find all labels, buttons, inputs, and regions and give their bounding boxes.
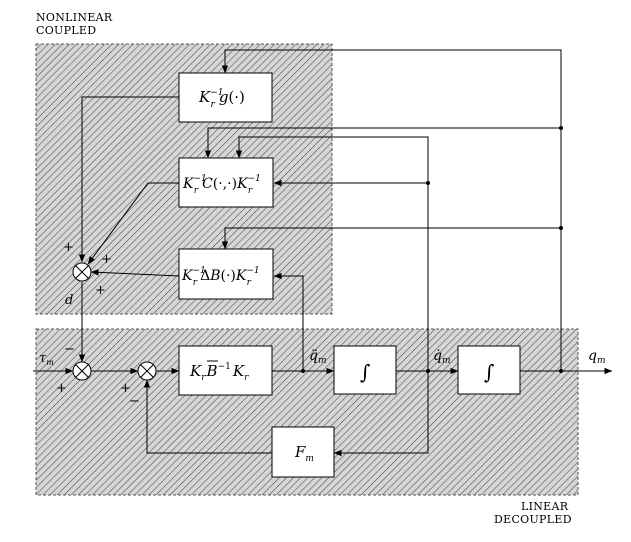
- q-feedback-to-deltab: [221, 227, 561, 250]
- sum-junction-1: [72, 361, 92, 381]
- nonlinear-label: NONLINEAR: [36, 11, 113, 24]
- q-feedback-to-g: [221, 49, 562, 371]
- q-output-label: qm: [588, 348, 606, 366]
- sign-sum1-top: −: [64, 342, 75, 357]
- gain-block: [178, 345, 273, 396]
- junction-qdot-c: [426, 181, 430, 185]
- fm-block: [271, 426, 335, 478]
- g-block: [178, 72, 273, 123]
- junction-q-output: [559, 369, 563, 373]
- q-feedback-to-c: [204, 127, 561, 159]
- integrator-1: [333, 345, 397, 395]
- decoupled-label: DECOUPLED: [494, 513, 572, 526]
- sign-sum2-left: +: [120, 381, 131, 396]
- fm-label: Fm: [294, 443, 314, 464]
- sign-d-bottom: +: [95, 283, 106, 298]
- sum-junction-d: [72, 262, 92, 282]
- junction-q-deltab: [559, 226, 563, 230]
- deltab-to-sumd: [90, 269, 180, 277]
- sign-d-right: +: [101, 252, 112, 267]
- sign-sum1-bottom: +: [56, 381, 67, 396]
- qdot-label: q̇m: [433, 348, 451, 366]
- fm-to-sum2: [143, 379, 272, 454]
- integrator-2-symbol: ∫: [484, 360, 494, 384]
- qddot-to-deltab: [273, 272, 304, 371]
- qdot-to-fm: [333, 371, 429, 457]
- deltab-block: [178, 248, 274, 300]
- sign-d-left: +: [63, 240, 74, 255]
- junction-qdot: [426, 369, 430, 373]
- linear-label: LINEAR: [521, 500, 569, 513]
- qddot-label: q̈m: [309, 348, 327, 366]
- tau-label: τm: [39, 351, 54, 367]
- sign-sum2-bottom: −: [129, 394, 140, 409]
- qdot-feedback-top: [235, 136, 429, 371]
- integrator-2: [457, 345, 521, 395]
- junction-qddot: [301, 369, 305, 373]
- c-to-sumd: [87, 182, 179, 265]
- d-label: d: [65, 293, 73, 308]
- coupled-label: COUPLED: [36, 24, 96, 37]
- c-block: [178, 157, 274, 208]
- junction-q-c: [559, 126, 563, 130]
- sum-junction-2: [137, 361, 157, 381]
- integrator-1-symbol: ∫: [360, 360, 370, 384]
- g-to-sumd: [78, 96, 179, 263]
